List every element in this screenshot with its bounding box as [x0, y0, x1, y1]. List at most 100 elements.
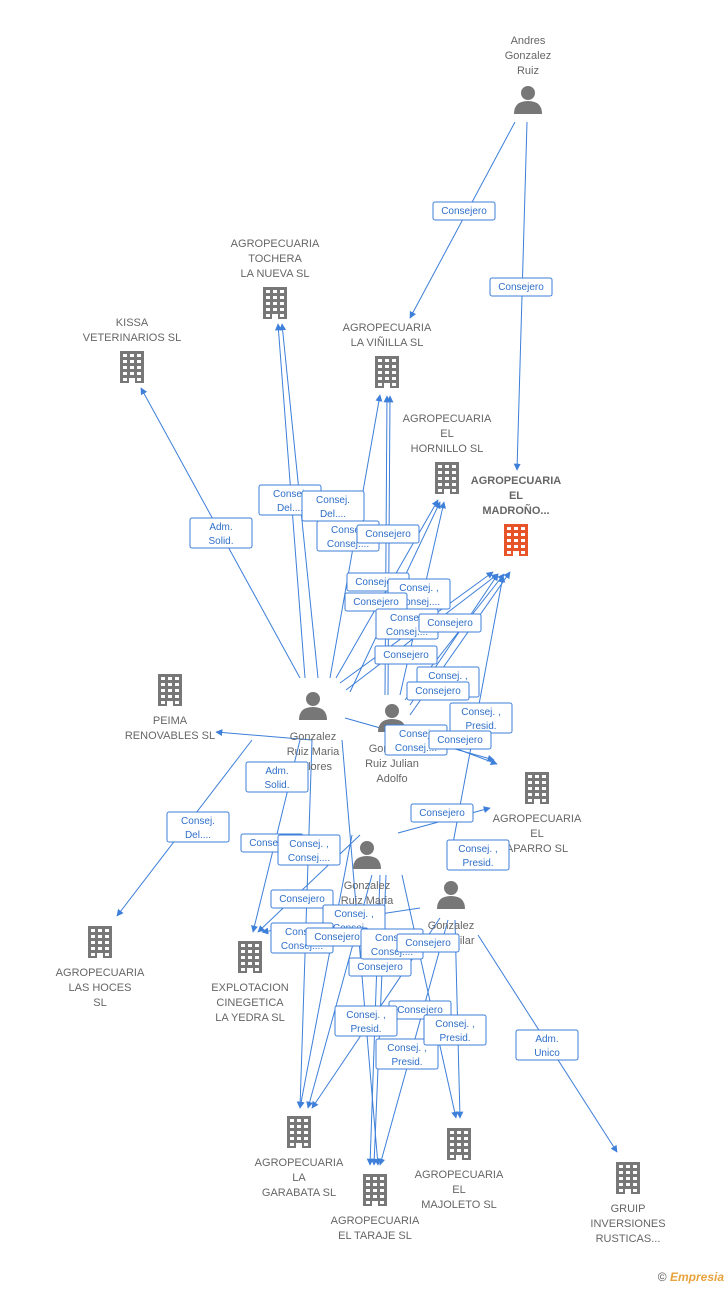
edge-label[interactable]: Consejero — [374, 645, 438, 665]
node-label: Gonzalez — [344, 880, 390, 892]
edge-label[interactable]: Consejero — [348, 957, 412, 977]
edge-label-text: Consejero — [357, 962, 403, 973]
edge-label[interactable]: Consejero — [428, 730, 492, 750]
edge-label-text: Consej. — [375, 933, 409, 944]
node-label: Andres — [511, 35, 546, 47]
building-icon — [238, 941, 262, 973]
building-icon — [504, 524, 528, 556]
empresia-logo[interactable]: Empresia — [669, 1270, 724, 1284]
node-label: EL TARAJE SL — [338, 1230, 412, 1242]
edge-label[interactable]: Consej. Del.... — [166, 811, 230, 843]
edge-label-text: Consej. — [273, 489, 307, 500]
edge-label[interactable]: Consej. , Consej.... — [277, 834, 341, 866]
node-label: AGROPECUARIA — [331, 1215, 420, 1227]
building-icon — [287, 1116, 311, 1148]
edge-label-text: Consej. , — [289, 839, 328, 850]
edge-label[interactable]: Consej. ,Presid. — [334, 1005, 398, 1037]
edge-label[interactable]: Consej. ,Presid. — [449, 702, 513, 734]
edge-label-box — [446, 839, 510, 871]
edge-label-text: Del.... — [185, 830, 211, 841]
edge-label-text: Consejero — [397, 1005, 443, 1016]
node-label: INVERSIONES — [590, 1218, 665, 1230]
edge-label-box — [396, 933, 460, 953]
node-label: GRUIP — [611, 1203, 646, 1215]
edge-label[interactable]: Adm.Unico — [515, 1029, 579, 1061]
edge-label-text: Consej.... — [386, 627, 428, 638]
edge-label-text: Solid. — [208, 536, 233, 547]
edge-line — [386, 395, 394, 696]
building-icon — [525, 772, 549, 804]
person-icon — [514, 86, 542, 114]
building-icon — [120, 351, 144, 383]
company-node-taraje[interactable]: AGROPECUARIA EL TARAJE SL — [331, 1174, 420, 1242]
edge-label-text: Consej. , — [458, 844, 497, 855]
edge-label[interactable]: Consejero — [344, 592, 408, 612]
edge-label-text: Consejero — [415, 686, 461, 697]
edge-label-text: Adm. — [209, 522, 232, 533]
building-icon — [375, 356, 399, 388]
edge-label-box — [489, 277, 553, 297]
edge-label[interactable]: Consejero — [406, 681, 470, 701]
edge-label-box — [166, 811, 230, 843]
building-icon — [616, 1162, 640, 1194]
edge-label-text: Consej. — [181, 816, 215, 827]
person-icon — [353, 841, 381, 869]
edge-label-text: Consej.... — [288, 853, 330, 864]
edge-label-text: Consej.... — [281, 941, 323, 952]
edge-label[interactable]: Consejero — [270, 889, 334, 909]
edge-label[interactable]: Consej. ,Presid. — [375, 1038, 439, 1070]
company-node-gruip[interactable]: GRUIPINVERSIONESRUSTICAS... — [590, 1162, 666, 1245]
edge-label[interactable]: Consejero — [432, 201, 496, 221]
edge-label-box — [189, 517, 253, 549]
edge-label[interactable]: Consejero — [410, 803, 474, 823]
edge-label-box — [410, 803, 474, 823]
building-icon — [263, 287, 287, 319]
node-label: AGROPECUARIA — [493, 813, 582, 825]
edge-label-text: Consej. , — [399, 583, 438, 594]
edge-label-text: Consej. , — [346, 1010, 385, 1021]
person-icon — [437, 881, 465, 909]
edge-label[interactable]: Consej. ,Presid. — [446, 839, 510, 871]
edge-label-text: Consej. , — [461, 707, 500, 718]
edge-label[interactable]: Consejero — [356, 524, 420, 544]
node-label: EL — [509, 490, 523, 502]
edge-label-text: Presid. — [391, 1057, 422, 1068]
edge-label[interactable]: Consejero — [305, 927, 369, 947]
node-label: RENOVABLES SL — [125, 730, 215, 742]
edge-label-text: Consej. , — [334, 909, 373, 920]
edge-label[interactable]: Consejero — [418, 613, 482, 633]
edge-label-text: Consej. — [285, 927, 319, 938]
edge-label-box — [375, 1038, 439, 1070]
edge-label[interactable]: Adm.Solid. — [245, 761, 309, 793]
edge-label-text: Consejero — [405, 938, 451, 949]
edge-label[interactable]: Consejero — [489, 277, 553, 297]
node-label: Gonzalez — [505, 50, 551, 62]
edge-label[interactable]: Adm. Solid. — [189, 517, 253, 549]
node-label: GARABATA SL — [262, 1187, 336, 1199]
edge-label-text: Consejero — [498, 282, 544, 293]
company-node-madrono[interactable]: AGROPECUARIAELMADROÑO... — [471, 475, 562, 556]
edge-label-box — [374, 645, 438, 665]
edge-label-text: Consej.... — [398, 597, 440, 608]
edge-label-text: Consej. — [390, 613, 424, 624]
node-label: Gonzalez — [428, 920, 474, 932]
edge-line — [383, 395, 391, 696]
edge-label[interactable]: Consej. ,Presid. — [423, 1014, 487, 1046]
edge-label-text: Consejero — [249, 838, 295, 849]
node-label: EXPLOTACION — [211, 982, 288, 994]
edge-label[interactable]: Consej.Del.... — [301, 490, 365, 522]
edge-label[interactable]: Consejero — [396, 933, 460, 953]
